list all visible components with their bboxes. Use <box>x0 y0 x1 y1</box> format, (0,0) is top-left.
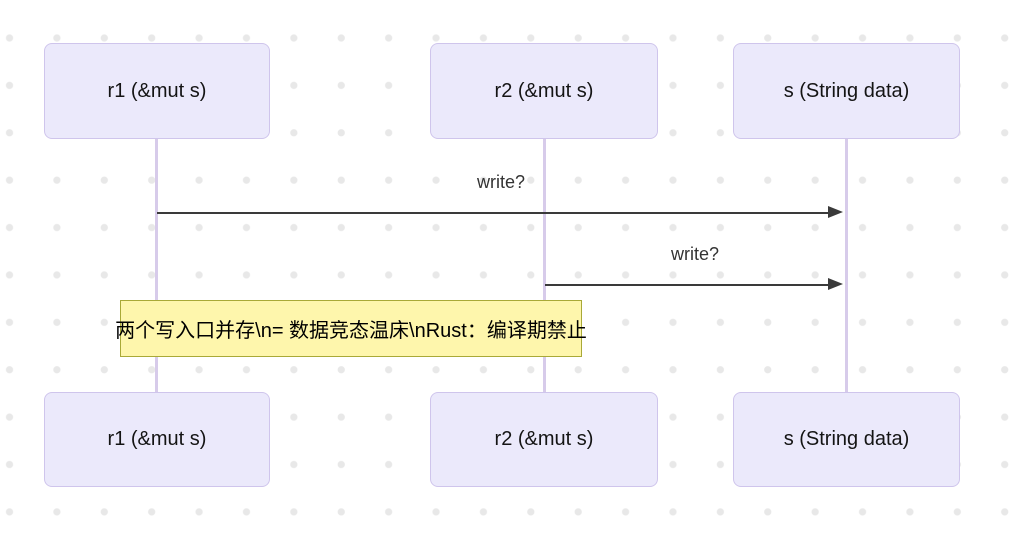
message-arrow-1 <box>157 206 843 218</box>
actor-bottom-s: s (String data) <box>733 392 960 487</box>
actor-label: s (String data) <box>783 428 910 450</box>
message-label-2: write? <box>670 244 720 264</box>
actor-label: r2 (&mut s) <box>494 428 594 450</box>
actor-label: r1 (&mut s) <box>107 79 207 102</box>
lifeline-s <box>845 139 848 392</box>
actor-label: r1 (&mut s) <box>107 428 207 450</box>
actor-top-r1: r1 (&mut s) <box>44 43 270 139</box>
actor-top-r2: r2 (&mut s) <box>430 43 658 139</box>
lifeline-r1 <box>155 139 158 392</box>
actor-label: s (String data) <box>783 79 910 102</box>
actor-bottom-r1: r1 (&mut s) <box>44 392 270 487</box>
note-box: 两个写入口并存\n= 数据竞态温床\nRust：编译期禁止 <box>115 300 587 357</box>
note-text: 两个写入口并存\n= 数据竞态温床\nRust：编译期禁止 <box>115 320 587 342</box>
lifeline-r2 <box>543 139 546 392</box>
message-label-1: write? <box>476 172 526 192</box>
actor-bottom-r2: r2 (&mut s) <box>430 392 658 487</box>
actor-top-s: s (String data) <box>733 43 960 139</box>
actor-label: r2 (&mut s) <box>494 79 594 102</box>
message-arrow-2 <box>545 278 843 290</box>
